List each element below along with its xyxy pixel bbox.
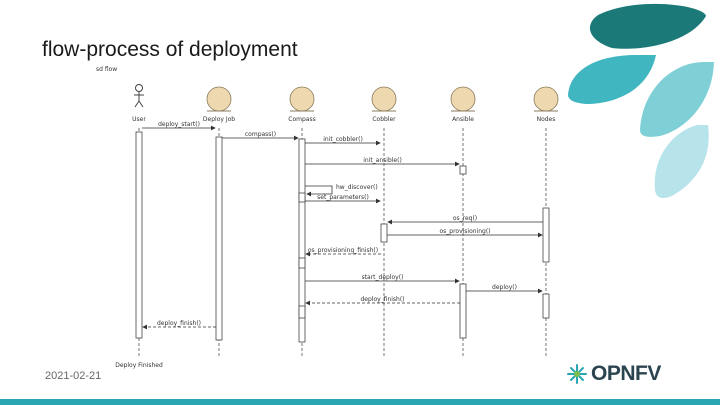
message-label: deploy_finish() — [157, 320, 201, 327]
activation-cobbler — [380, 223, 388, 243]
actor-label-deployjob: Deploy Job — [203, 116, 235, 123]
activation-nodes — [542, 293, 550, 319]
activation-compass — [298, 192, 306, 203]
frame-label: sd flow — [96, 66, 117, 73]
activation-deployjob — [215, 136, 223, 341]
message-label: init_cobbler() — [323, 136, 363, 143]
leaf-dark — [589, 3, 706, 49]
leaf-light — [640, 62, 714, 137]
actor-label-nodes: Nodes — [537, 116, 556, 123]
user-actor-icon — [135, 84, 143, 92]
actor-ansible-icon — [450, 86, 476, 112]
activation-compass — [298, 138, 306, 343]
logo-mark-icon — [567, 364, 587, 384]
slide-date: 2021-02-21 — [45, 370, 102, 382]
message-label: start_deploy() — [362, 274, 404, 281]
activation-compass — [298, 257, 306, 269]
message-label: set_parameters() — [317, 194, 369, 201]
activation-user — [135, 131, 143, 339]
actor-nodes-icon — [533, 86, 559, 112]
actor-deployjob-icon — [206, 86, 232, 112]
opnfv-logo: OPNFV — [566, 362, 661, 386]
actor-label-user: User — [132, 116, 146, 123]
message-label: os_provisioning_finish() — [308, 247, 378, 254]
activation-nodes — [542, 207, 550, 263]
logo-text: OPNFV — [591, 362, 661, 385]
activation-compass — [298, 305, 306, 319]
actor-label-cobbler: Cobbler — [372, 116, 396, 123]
activation-ansible — [459, 283, 467, 339]
message-self-arrow — [305, 185, 333, 197]
actor-compass-icon — [289, 86, 315, 112]
leaf-mid — [568, 55, 656, 104]
actor-label-ansible: Ansible — [452, 116, 474, 123]
message-label: compass() — [245, 131, 276, 138]
message-label: deploy() — [492, 284, 517, 291]
slide-title: flow-process of deployment — [42, 38, 298, 61]
actor-leg-right — [138, 100, 144, 108]
message-label: init_ansible() — [363, 157, 402, 164]
bottom-accent-bar — [0, 399, 720, 405]
actor-label-compass: Compass — [288, 116, 315, 123]
bottom-label: Deploy Finished — [115, 362, 163, 369]
message-label: os_req() — [453, 215, 477, 222]
actor-leg-left — [134, 100, 140, 108]
leaf-pale — [654, 125, 709, 198]
activation-ansible — [459, 165, 467, 175]
message-label: os_provisioning() — [439, 228, 490, 235]
actor-cobbler-icon — [371, 86, 397, 112]
message-label: hw_discover() — [336, 184, 378, 191]
message-label: deploy_finish() — [360, 296, 404, 303]
message-label: deploy_start() — [158, 121, 200, 128]
